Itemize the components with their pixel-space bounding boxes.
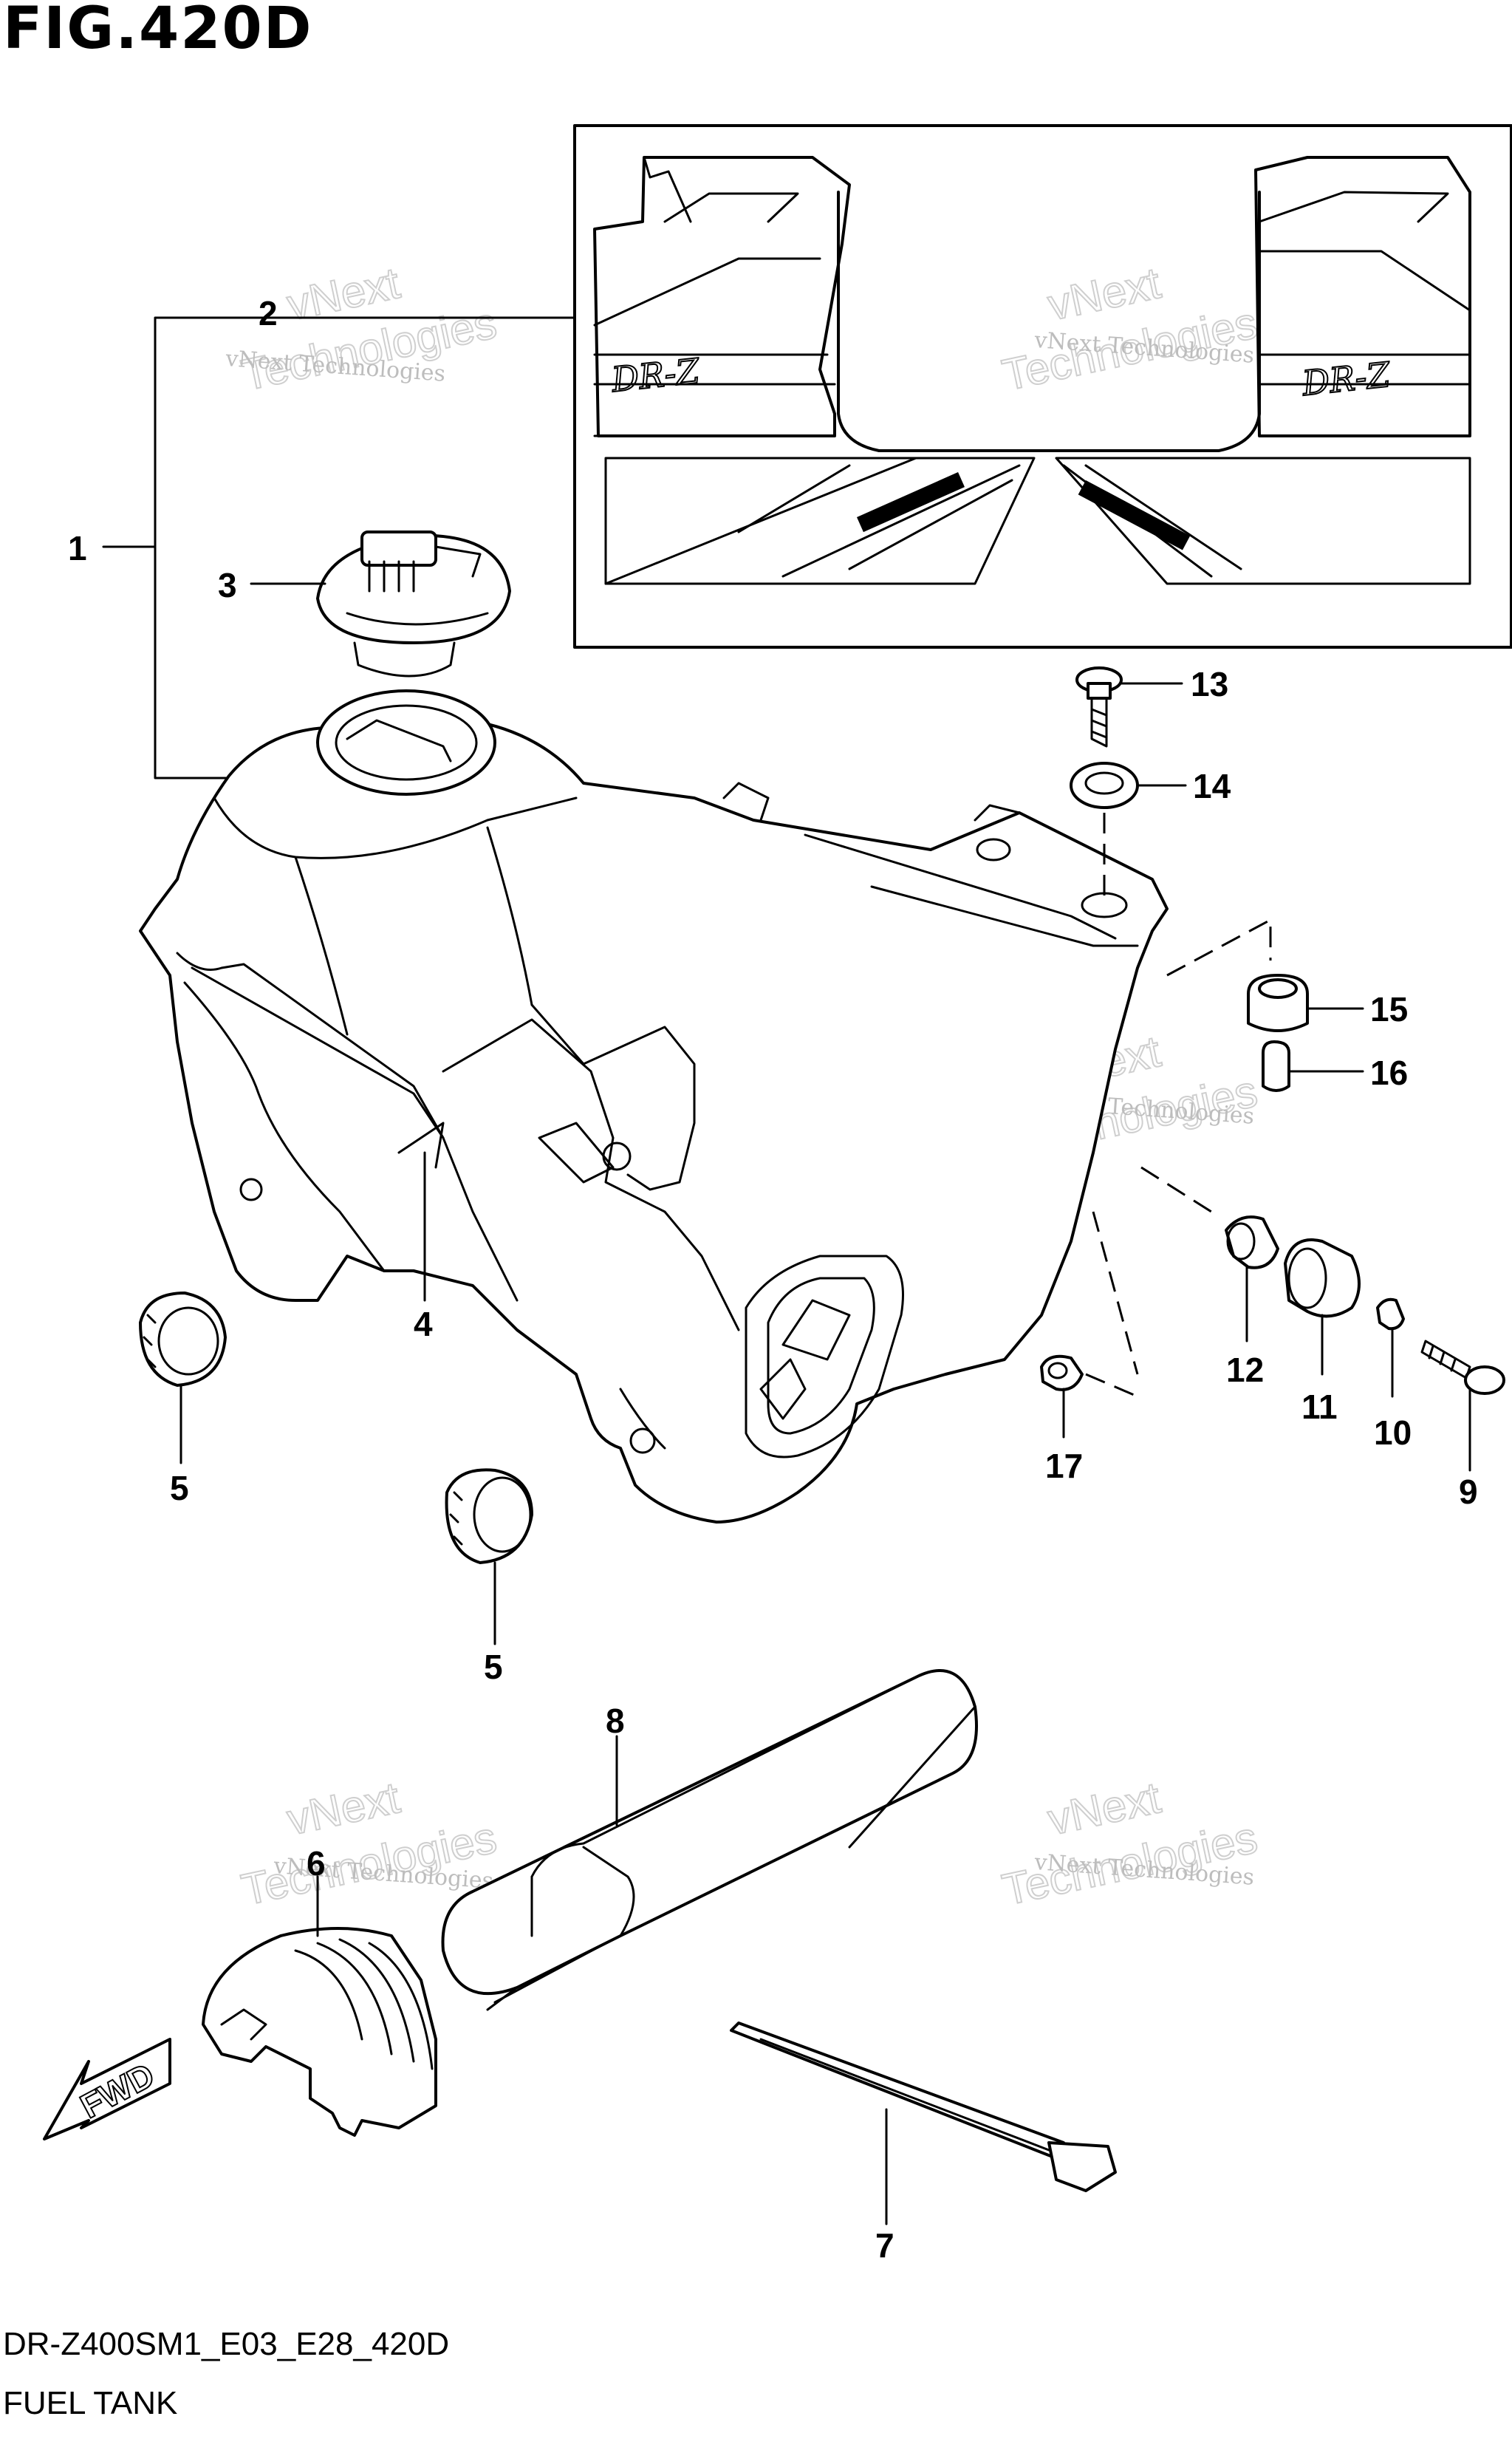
watermark-6: vNext Technologies bbox=[997, 1772, 1262, 1915]
fuel-tank-icon bbox=[139, 689, 1169, 1524]
rubber-6-icon bbox=[202, 1875, 437, 2137]
callout-6: 6 bbox=[307, 1844, 326, 1883]
callout-7: 7 bbox=[875, 2226, 894, 2265]
model-code: DR-Z400SM1_E03_E28_420D bbox=[3, 2326, 450, 2362]
grommet-14-icon bbox=[1070, 762, 1187, 809]
nut-17-icon bbox=[1040, 1354, 1084, 1439]
callout-labels: 1 2 3 4 5 5 6 7 8 9 10 11 12 13 14 15 16… bbox=[68, 294, 1478, 2265]
watermark-text: vNext bbox=[283, 1773, 404, 1844]
callout-2: 2 bbox=[259, 294, 278, 332]
watermark-text: vNext bbox=[1044, 258, 1165, 330]
callout-5a: 5 bbox=[170, 1469, 189, 1507]
fwd-arrow-icon: FWD bbox=[43, 2038, 171, 2140]
rubber-cap-5b-icon bbox=[445, 1468, 533, 1645]
cushion-11-icon bbox=[1284, 1238, 1361, 1376]
callout-11: 11 bbox=[1301, 1388, 1338, 1426]
callout-13: 13 bbox=[1191, 665, 1228, 703]
left-decal-brand: DR-Z bbox=[609, 351, 702, 400]
callout-1: 1 bbox=[68, 529, 87, 567]
callout-14: 14 bbox=[1193, 767, 1231, 805]
fuel-cap-icon bbox=[250, 530, 511, 678]
watermark-2: vNext Technologies bbox=[997, 257, 1262, 400]
callout-10: 10 bbox=[1374, 1413, 1412, 1452]
watermark-text: vNext bbox=[1044, 1773, 1165, 1844]
callout-5b: 5 bbox=[484, 1648, 503, 1686]
watermark-text: vNext bbox=[283, 258, 404, 330]
callout-3: 3 bbox=[218, 566, 237, 604]
figure-caption: FUEL TANK bbox=[3, 2385, 178, 2421]
callout-8: 8 bbox=[606, 1702, 625, 1740]
callout-15: 15 bbox=[1370, 990, 1408, 1028]
rubber-cap-5a-icon bbox=[139, 1292, 227, 1464]
collar-16-icon bbox=[1262, 1040, 1364, 1092]
callout-16: 16 bbox=[1370, 1054, 1408, 1092]
washer-10-icon bbox=[1376, 1297, 1405, 1398]
collar-12-icon bbox=[1225, 1215, 1279, 1343]
callout-9: 9 bbox=[1459, 1473, 1478, 1511]
callout-4: 4 bbox=[414, 1305, 433, 1343]
bolt-9-icon bbox=[1420, 1340, 1505, 1472]
cable-tie-7-icon bbox=[730, 2022, 1117, 2225]
left-decal-icon: DR-Z bbox=[593, 156, 1036, 585]
callout-12: 12 bbox=[1226, 1351, 1264, 1389]
bolt-13-icon bbox=[1075, 666, 1183, 748]
decal-set-box: DR-Z DR-Z bbox=[573, 124, 1512, 649]
right-decal-brand: DR-Z bbox=[1300, 355, 1393, 403]
damper-15-icon bbox=[1247, 974, 1364, 1032]
callout-17: 17 bbox=[1045, 1447, 1083, 1485]
protector-8-icon bbox=[441, 1669, 978, 2011]
right-decal-icon: DR-Z bbox=[1055, 156, 1471, 585]
figure-title: FIG.420D bbox=[3, 0, 313, 62]
